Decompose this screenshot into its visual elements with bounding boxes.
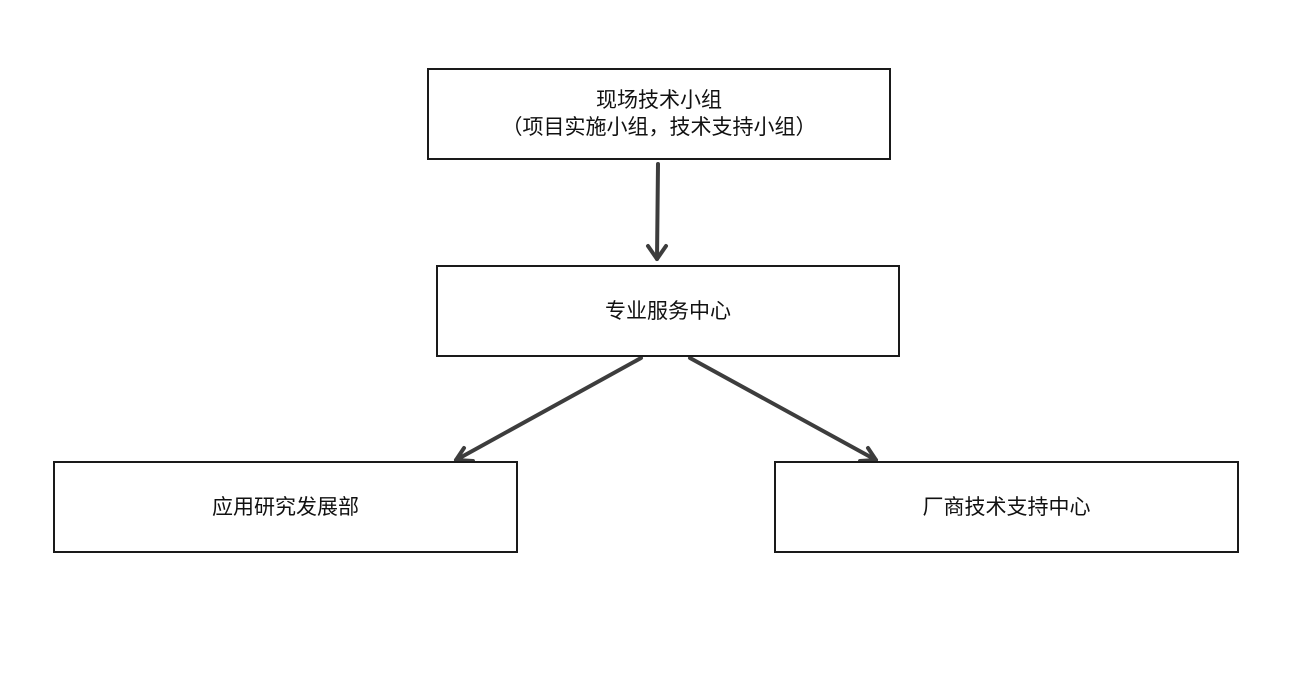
edge-service-center-to-app-research bbox=[454, 356, 643, 463]
node-label: 厂商技术支持中心 bbox=[922, 494, 1091, 519]
node-sublabel: （项目实施小组，技术支持小组） bbox=[501, 115, 817, 139]
node-field-technical-team: 现场技术小组 （项目实施小组，技术支持小组） bbox=[427, 68, 891, 160]
node-vendor-technical-support-center: 厂商技术支持中心 bbox=[774, 461, 1239, 553]
connector-line bbox=[454, 356, 643, 462]
arrowhead-icon bbox=[858, 446, 878, 463]
arrowhead-icon bbox=[454, 446, 475, 463]
node-professional-service-center: 专业服务中心 bbox=[436, 265, 900, 357]
connector-line bbox=[688, 356, 878, 462]
edge-field-team-to-service-center bbox=[646, 162, 668, 261]
connector-line bbox=[655, 162, 660, 261]
node-label: 现场技术小组 bbox=[596, 88, 722, 112]
edge-service-center-to-vendor-support bbox=[688, 356, 878, 463]
node-application-research-department: 应用研究发展部 bbox=[53, 461, 518, 553]
node-label: 应用研究发展部 bbox=[212, 494, 359, 519]
arrowhead-icon bbox=[646, 244, 668, 261]
node-label: 专业服务中心 bbox=[605, 298, 731, 323]
